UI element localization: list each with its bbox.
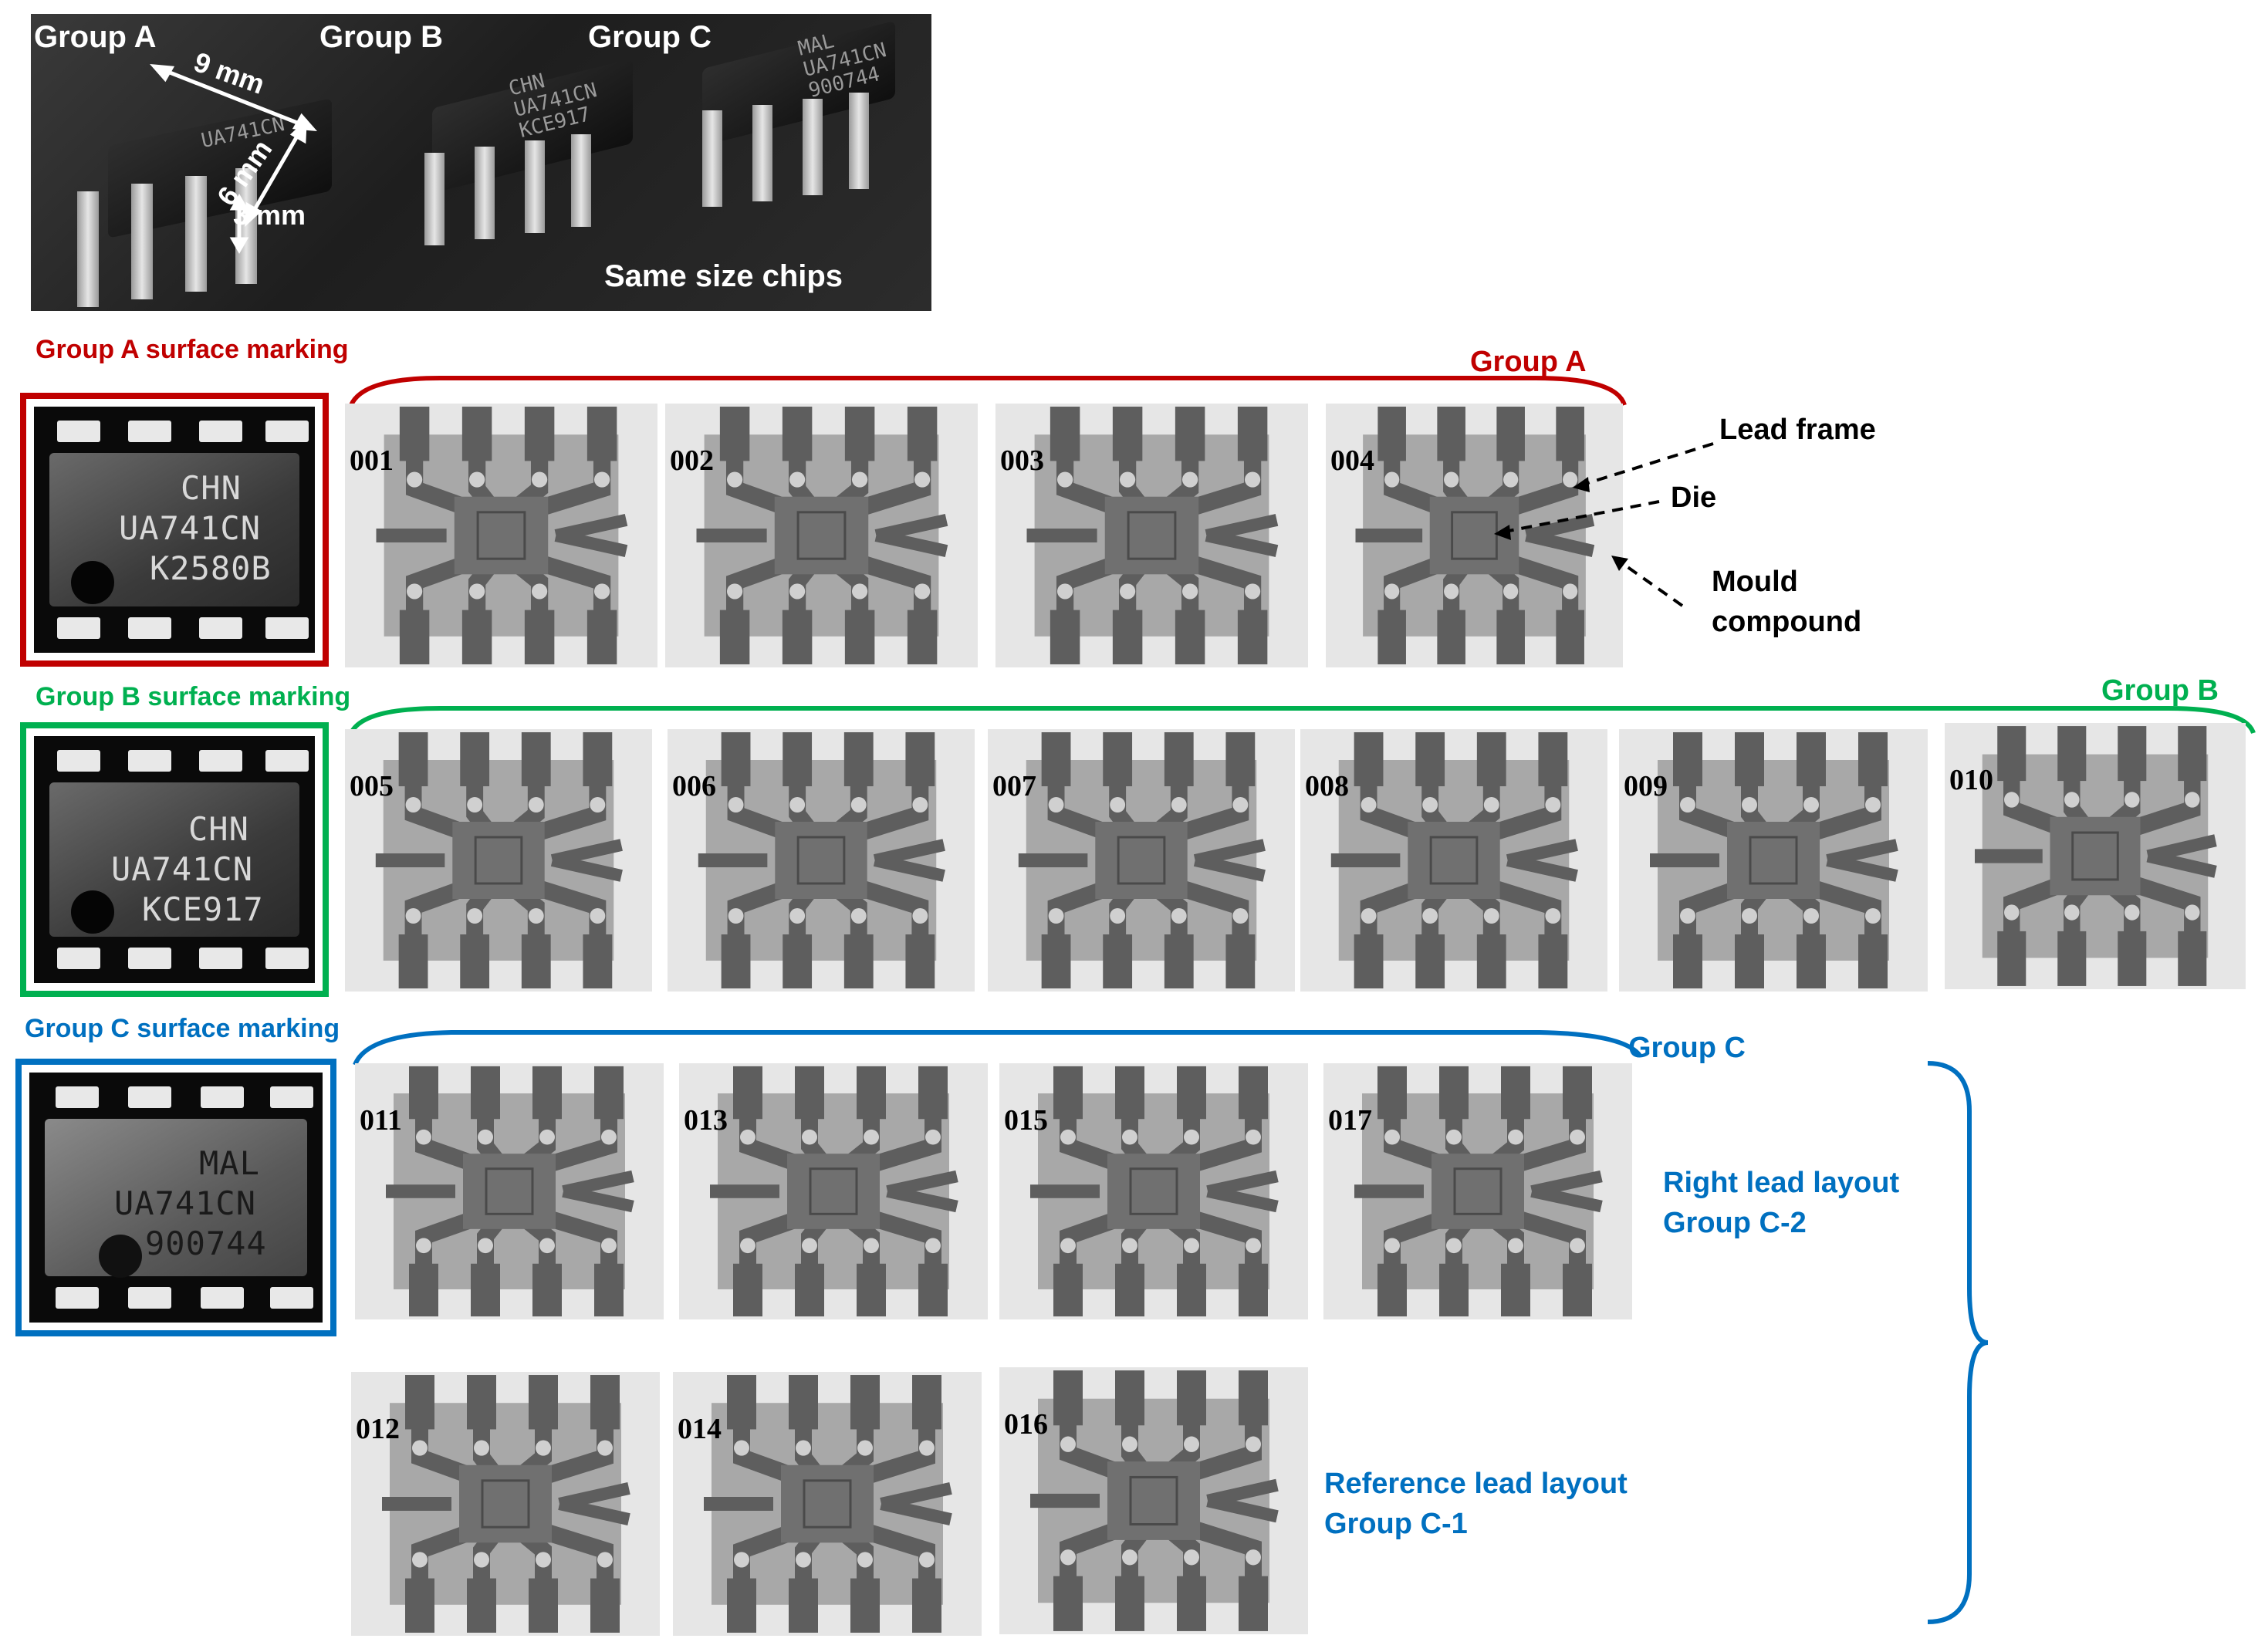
- group-b-bracket-label: Group B: [2101, 674, 2219, 707]
- group-a-surface-label: Group A surface marking: [35, 335, 349, 364]
- photo-label-group-c: Group C: [588, 20, 712, 54]
- xray-image: [665, 404, 978, 667]
- group-b-surface-label: Group B surface marking: [35, 682, 351, 711]
- xray-image: [355, 1063, 664, 1319]
- group-a-marking-photo: CHN UA741CN K2580B: [20, 393, 329, 667]
- xray-012: 012: [351, 1372, 660, 1636]
- xray-017: 017: [1323, 1063, 1632, 1319]
- xray-002: 002: [665, 404, 978, 667]
- xray-011: 011: [355, 1063, 664, 1319]
- chip-c-pin: [752, 105, 772, 201]
- group-b-marking-photo: CHN UA741CN KCE917: [20, 722, 329, 997]
- group-a-bracket-label: Group A: [1470, 346, 1587, 378]
- xray-005: 005: [345, 729, 652, 992]
- chip-a-pin: [77, 191, 99, 307]
- chip-b-pin: [571, 134, 591, 227]
- xray-image: [345, 729, 652, 992]
- xray-image: [999, 1063, 1308, 1319]
- chip-a-pin: [185, 176, 207, 292]
- xray-013: 013: [679, 1063, 988, 1319]
- chip-c-pin: [702, 110, 722, 207]
- chip-c-pin: [803, 99, 823, 195]
- xray-image: [345, 404, 657, 667]
- photo-label-group-a: Group A: [34, 20, 157, 54]
- group-c-marking-photo: MAL UA741CN 900744: [15, 1059, 336, 1336]
- group-c-marking-text: MAL UA741CN 900744: [114, 1144, 267, 1262]
- xray-image: [1300, 729, 1607, 992]
- xray-003: 003: [995, 404, 1308, 667]
- xray-image: [1326, 404, 1623, 667]
- group-c2-note: Right lead layout Group C-2: [1663, 1167, 1900, 1239]
- chip-b-pin: [525, 140, 545, 233]
- group-c-curly-brace: [1927, 1061, 1989, 1624]
- xray-image: [668, 729, 975, 992]
- xray-image: [995, 404, 1308, 667]
- group-c-surface-label: Group C surface marking: [25, 1014, 340, 1043]
- xray-image: [1945, 723, 2246, 989]
- chip-a-pin: [131, 184, 153, 299]
- xray-001: 001: [345, 404, 657, 667]
- group-c1-note: Reference lead layout Group C-1: [1324, 1468, 1628, 1540]
- xray-image: [988, 729, 1295, 992]
- group-c-bracket-label: Group C: [1628, 1032, 1746, 1064]
- xray-016: 016: [999, 1367, 1308, 1634]
- xray-015: 015: [999, 1063, 1308, 1319]
- photo-caption: Same size chips: [604, 259, 843, 293]
- xray-image: [673, 1372, 982, 1636]
- chip-b-pin: [475, 147, 495, 239]
- xray-009: 009: [1619, 729, 1928, 992]
- xray-image: [1323, 1063, 1632, 1319]
- group-b-bracket: [349, 706, 2256, 735]
- xray-image: [679, 1063, 988, 1319]
- xray-007: 007: [988, 729, 1295, 992]
- group-c-bracket: [353, 1030, 1642, 1066]
- group-a-marking-text: CHN UA741CN K2580B: [119, 469, 272, 587]
- xray-014: 014: [673, 1372, 982, 1636]
- xray-image: [351, 1372, 660, 1636]
- chips-photo: UA741CN CHN UA741CN KCE917 MAL UA741CN 9…: [31, 14, 931, 311]
- callout-mould-compound: Mould compound: [1712, 566, 1862, 638]
- xray-006: 006: [668, 729, 975, 992]
- group-b-marking-text: CHN UA741CN KCE917: [111, 810, 264, 928]
- xray-010: 010: [1945, 723, 2246, 989]
- callout-arrows: [1494, 442, 1714, 607]
- dimension-arrows: [150, 63, 317, 255]
- chip-b-pin: [424, 153, 445, 245]
- photo-label-group-b: Group B: [319, 20, 443, 54]
- xray-image: [1619, 729, 1928, 992]
- callout-die: Die: [1671, 481, 1717, 514]
- dimension-3mm: 3 mm: [233, 199, 306, 231]
- xray-004: 004: [1326, 404, 1623, 667]
- xray-image: [999, 1367, 1308, 1634]
- callout-lead-frame: Lead frame: [1719, 414, 1876, 446]
- xray-008: 008: [1300, 729, 1607, 992]
- group-a-bracket: [349, 376, 1627, 407]
- chip-c-pin: [849, 93, 869, 189]
